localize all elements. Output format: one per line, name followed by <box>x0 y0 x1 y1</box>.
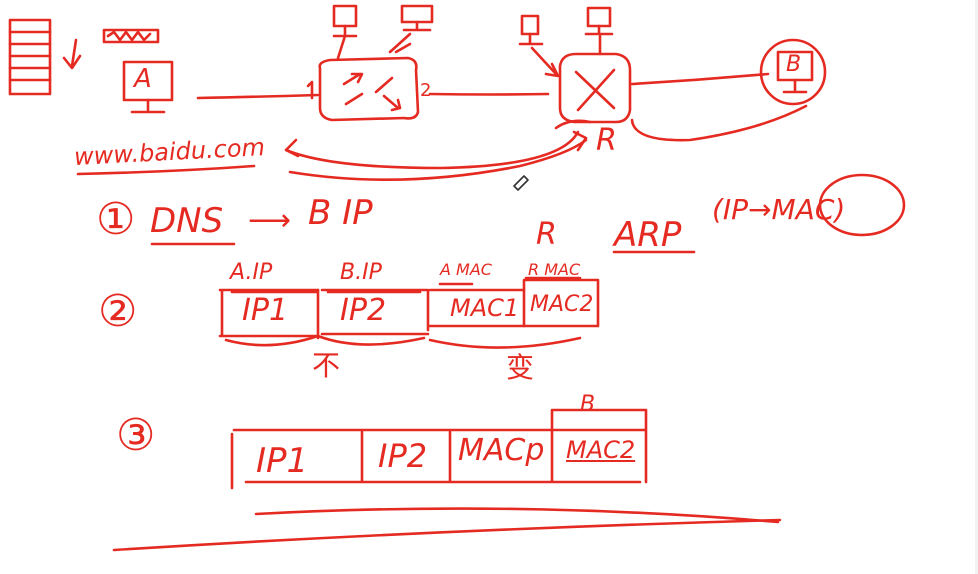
return-arrows <box>284 130 588 182</box>
step2-frame-box <box>218 276 600 349</box>
host-b-computer-icon <box>759 38 827 106</box>
link-a-to-switch <box>196 93 320 100</box>
step1-number: ① <box>96 194 136 245</box>
step2-cell-ip2: IP2 <box>340 293 387 328</box>
switch-port-2-label: 2 <box>420 80 432 101</box>
server-rack-icon <box>8 18 52 96</box>
arp-router-label: R <box>536 217 557 252</box>
router-top-computer-icon <box>518 6 614 78</box>
step2-cell-ip1: IP1 <box>242 293 289 328</box>
switch-icon <box>306 56 420 122</box>
host-b-label: B <box>786 52 802 77</box>
host-a-computer-icon <box>122 60 174 114</box>
step3-cell-mac2: MAC2 <box>566 436 636 464</box>
scrollbar[interactable] <box>975 0 978 574</box>
step3-header-b: B <box>580 392 596 417</box>
link-switch-to-router <box>428 92 550 96</box>
arp-label: ARP <box>614 215 682 255</box>
step2-number: ② <box>98 286 138 337</box>
step3-frame-box <box>112 408 782 552</box>
mac-circle <box>818 173 906 237</box>
step2-cell-mac1: MAC1 <box>450 294 520 322</box>
step2-cell-mac2: MAC2 <box>530 292 594 317</box>
step3-cell-ip2: IP2 <box>378 437 428 475</box>
host-a-label: A <box>134 64 152 94</box>
link-router-to-b <box>630 72 770 86</box>
switch-port-1-label: 1 <box>306 80 318 101</box>
step1-result: B IP <box>308 193 373 233</box>
step3-cell-ip1: IP1 <box>256 441 309 481</box>
step3-number: ③ <box>116 410 156 461</box>
router-icon <box>554 52 808 142</box>
scribble-box-icon <box>102 28 160 44</box>
step2-under-left: 不 <box>312 349 341 382</box>
step2-header-a-mac: A MAC <box>440 260 492 279</box>
step2-header-r-mac: R MAC <box>528 260 581 279</box>
router-label: R <box>596 123 617 158</box>
step2-header-b-ip: B.IP <box>340 260 382 285</box>
url-underline <box>76 164 256 176</box>
step2-under-right: 变 <box>506 351 535 384</box>
pen-cursor-icon <box>513 175 529 191</box>
down-arrow-icon <box>62 38 82 70</box>
step1-arrow: ⟶ <box>248 203 292 238</box>
step3-cell-macp: MACp <box>458 433 545 468</box>
step1-dns: DNS <box>150 201 224 241</box>
switch-top-computer-icon <box>332 4 434 60</box>
step2-header-a-ip: A.IP <box>230 260 273 285</box>
arp-mapping: (IP→MAC) <box>712 193 846 226</box>
